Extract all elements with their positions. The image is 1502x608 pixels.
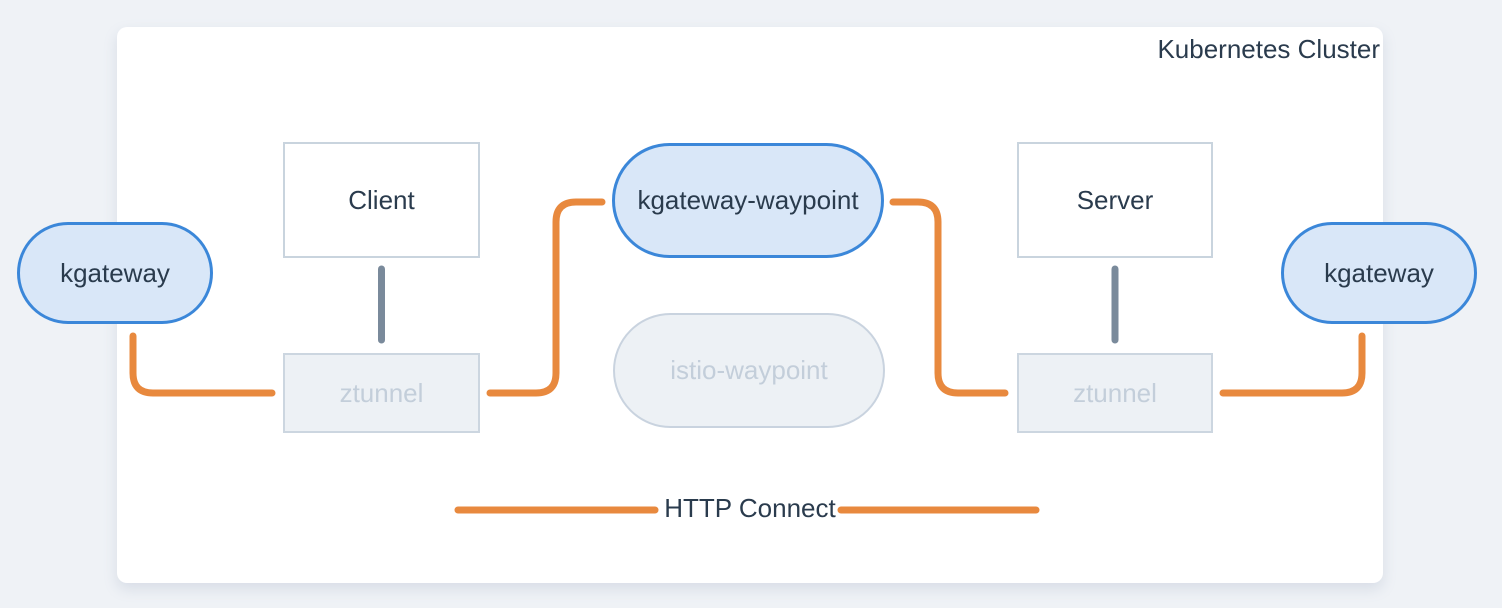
node-kgateway-waypoint: kgateway-waypoint bbox=[612, 143, 884, 258]
connector-ztunnel-left-to-waypoint bbox=[486, 198, 606, 397]
connector-ztunnel-right-to-kgateway-right bbox=[1219, 332, 1366, 397]
slate-connectors bbox=[378, 265, 1119, 344]
node-kgateway-waypoint-label: kgateway-waypoint bbox=[637, 185, 859, 215]
node-server-label: Server bbox=[1076, 184, 1154, 215]
orange-connectors bbox=[129, 198, 1366, 514]
node-istio-waypoint-label: istio-waypoint bbox=[670, 355, 828, 385]
node-kgateway-right: kgateway bbox=[1281, 222, 1477, 324]
node-ztunnel-right: ztunnel bbox=[1017, 353, 1213, 433]
node-istio-waypoint: istio-waypoint bbox=[613, 313, 885, 428]
kubernetes-cluster-container: Kubernetes Cluster bbox=[117, 27, 1383, 583]
node-ztunnel-left-label: ztunnel bbox=[339, 377, 424, 408]
legend-label: HTTP Connect bbox=[664, 493, 836, 523]
node-client: Client bbox=[283, 142, 480, 258]
node-kgateway-left-label: kgateway bbox=[60, 257, 170, 288]
node-kgateway-right-label: kgateway bbox=[1324, 257, 1434, 288]
node-server: Server bbox=[1017, 142, 1213, 258]
connector-kgateway-left-to-ztunnel bbox=[129, 332, 276, 397]
connector-waypoint-to-ztunnel-right bbox=[889, 198, 1009, 397]
cluster-title: Kubernetes Cluster bbox=[1157, 34, 1380, 64]
node-client-label: Client bbox=[348, 184, 415, 215]
node-kgateway-left: kgateway bbox=[17, 222, 213, 324]
node-ztunnel-left: ztunnel bbox=[283, 353, 480, 433]
node-ztunnel-right-label: ztunnel bbox=[1073, 377, 1157, 408]
